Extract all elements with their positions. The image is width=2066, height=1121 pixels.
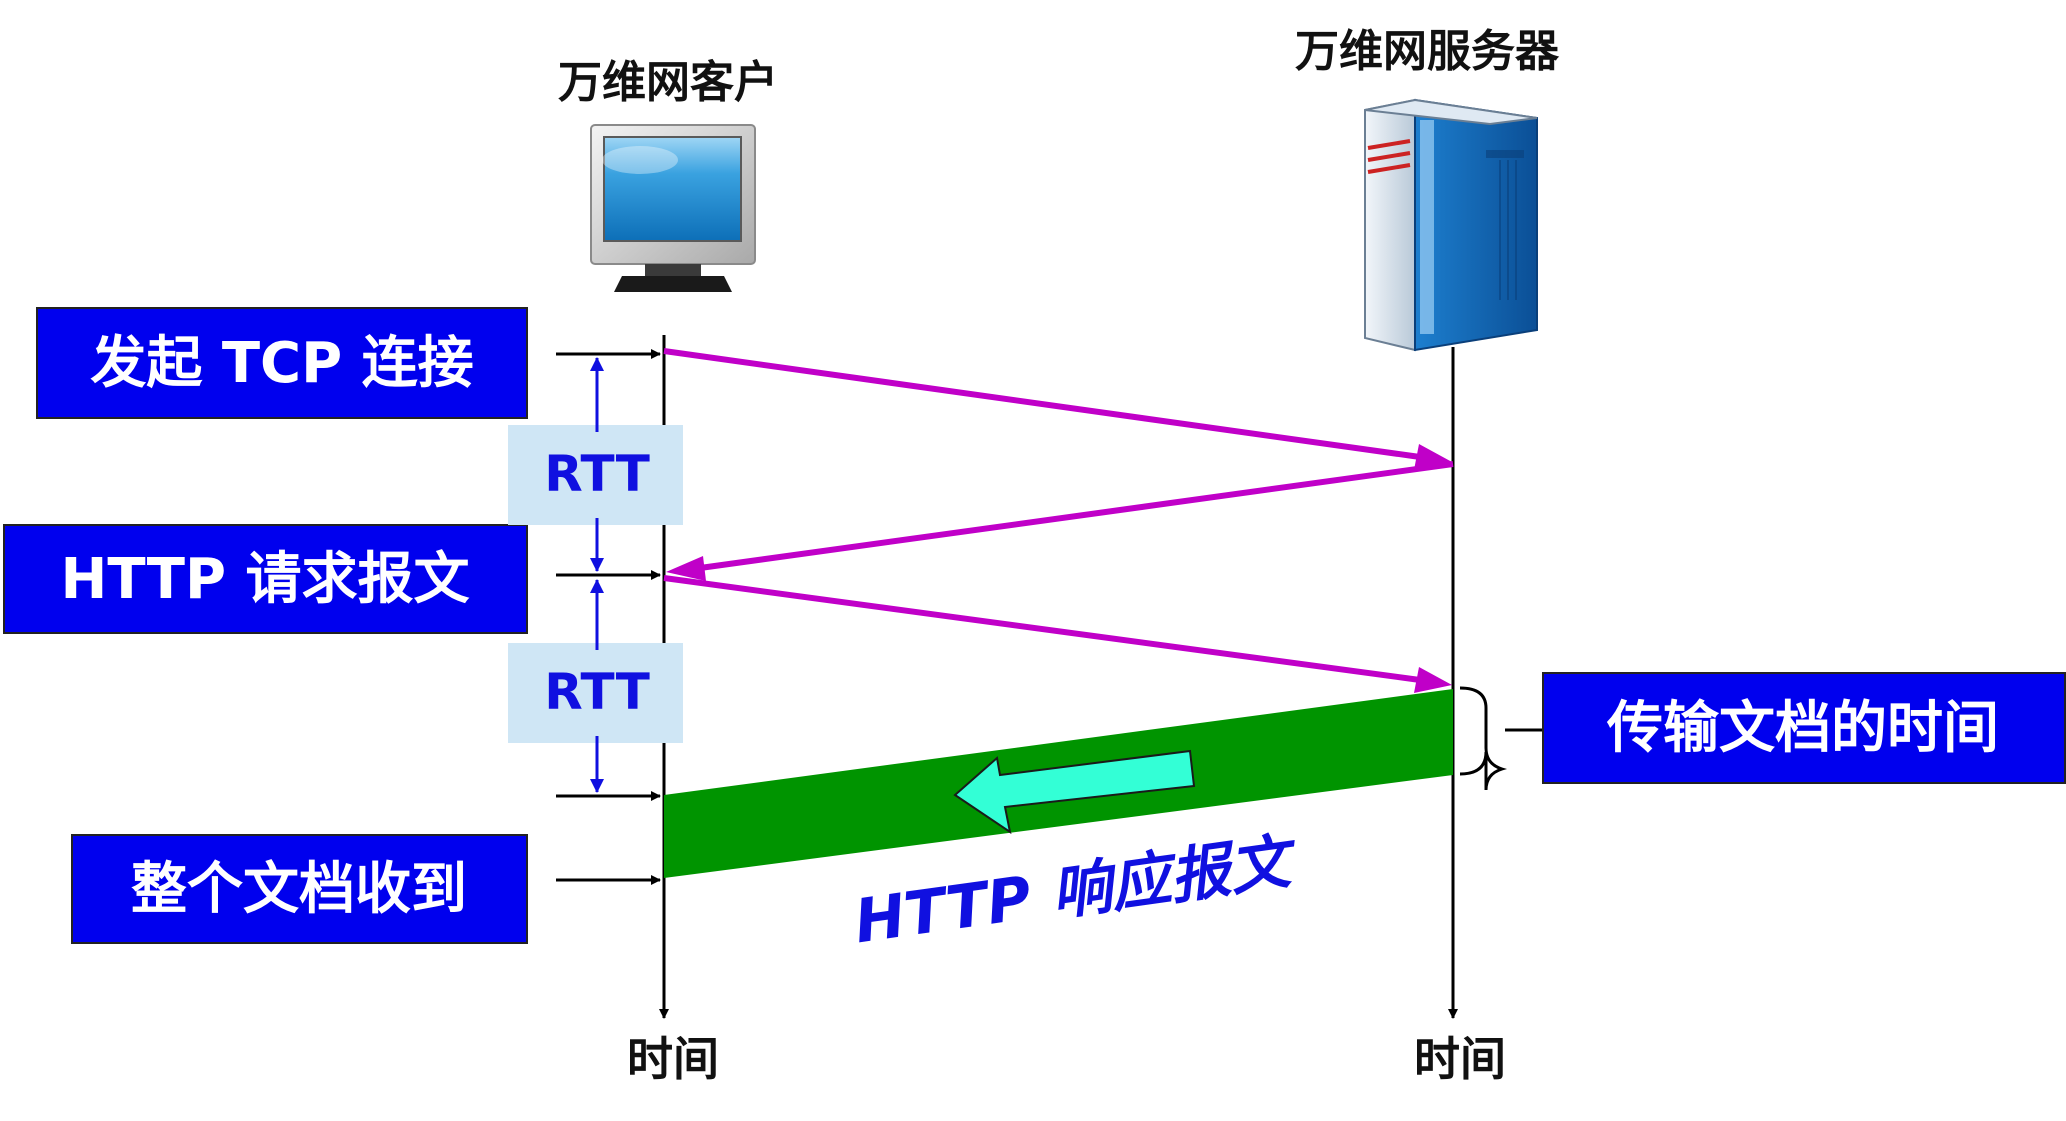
client-title: 万维网客户 bbox=[558, 57, 778, 108]
transfer-time-bracket-tail bbox=[1459, 751, 1488, 776]
http-request-arrow bbox=[663, 575, 1452, 693]
server-time-label: 时间 bbox=[1414, 1032, 1506, 1086]
client-time-label: 时间 bbox=[627, 1032, 719, 1086]
tcp-connect-label: 发起 TCP 连接 bbox=[90, 331, 473, 396]
transfer-time-label-box: 传输文档的时间 bbox=[1542, 672, 2066, 784]
tcp-connect-label-box: 发起 TCP 连接 bbox=[36, 307, 528, 419]
server-title: 万维网服务器 bbox=[1295, 26, 1560, 77]
doc-received-label: 整个文档收到 bbox=[131, 857, 467, 922]
computer-monitor-icon bbox=[590, 124, 756, 292]
doc-received-label-box: 整个文档收到 bbox=[71, 834, 528, 944]
server-tower-icon bbox=[1364, 98, 1538, 352]
rtt-box-2 bbox=[508, 643, 683, 743]
http-request-label-box: HTTP 请求报文 bbox=[3, 524, 528, 634]
rtt-label-1: RTT bbox=[544, 445, 650, 503]
http-request-label: HTTP 请求报文 bbox=[60, 547, 469, 612]
response-direction-arrow-shape bbox=[953, 749, 1196, 835]
transfer-time-label: 传输文档的时间 bbox=[1606, 696, 1999, 761]
rtt-label-2: RTT bbox=[544, 663, 650, 721]
syn-ack-arrow bbox=[666, 461, 1454, 581]
syn-arrow bbox=[663, 348, 1452, 470]
rtt-box-1 bbox=[508, 425, 683, 525]
transfer-time-bracket bbox=[1459, 686, 1508, 791]
http-response-label: HTTP 响应报文 bbox=[850, 826, 1303, 958]
